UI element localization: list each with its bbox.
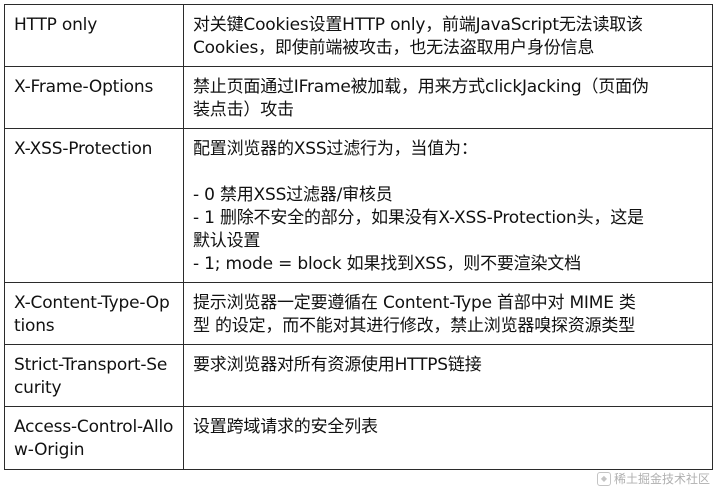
header-name-cell: Strict-Transport-Security xyxy=(4,344,184,407)
header-name-cell: X-Content-Type-Options xyxy=(4,282,184,345)
description-line: 型 的设定，而不能对其进行修改，禁止浏览器嗅探资源类型 xyxy=(193,316,636,336)
watermark-text: 稀土掘金技术社区 xyxy=(613,472,710,486)
header-description-cell: 设置跨域请求的安全列表 xyxy=(183,406,713,470)
blank-line xyxy=(193,161,704,184)
description-line: 装点击）攻击 xyxy=(193,100,294,120)
description-line: 默认设置 xyxy=(193,231,261,251)
description-line: 对关键Cookies设置HTTP only，前端JavaScript无法读取该 xyxy=(193,15,643,35)
description-line: 要求浏览器对所有资源使用HTTPS链接 xyxy=(193,355,482,375)
description-line: 设置跨域请求的安全列表 xyxy=(193,417,378,437)
description-line: 提示浏览器一定要遵循在 Content-Type 首部中对 MIME 类 xyxy=(193,293,636,313)
description-line: - 1; mode = block 如果找到XSS，则不要渲染文档 xyxy=(193,254,581,274)
juejin-logo-icon: ◆ xyxy=(596,471,611,486)
header-name-cell: HTTP only xyxy=(4,4,184,67)
header-description-cell: 对关键Cookies设置HTTP only，前端JavaScript无法读取该 C… xyxy=(183,4,713,67)
description-line: - 0 禁用XSS过滤器/审核员 xyxy=(193,185,393,205)
description-line: 禁止页面通过IFrame被加载，用来方式clickJacking（页面伪 xyxy=(193,77,649,97)
description-line: - 1 删除不安全的部分，如果没有X-XSS-Protection头，这是 xyxy=(193,208,644,228)
table-row: Strict-Transport-Security 要求浏览器对所有资源使用HTT… xyxy=(4,344,713,407)
header-description-cell: 提示浏览器一定要遵循在 Content-Type 首部中对 MIME 类型 的设… xyxy=(183,282,713,345)
description-line: Cookies，即使前端被攻击，也无法盗取用户身份信息 xyxy=(193,38,595,58)
header-name-cell: Access-Control-Allow-Origin xyxy=(4,406,184,470)
header-description-cell: 要求浏览器对所有资源使用HTTPS链接 xyxy=(183,344,713,407)
table-row: Access-Control-Allow-Origin 设置跨域请求的安全列表 xyxy=(4,406,713,470)
header-description-cell: 禁止页面通过IFrame被加载，用来方式clickJacking（页面伪装点击）… xyxy=(183,66,713,129)
description-line: 配置浏览器的XSS过滤行为，当值为： xyxy=(193,139,478,159)
table-row: X-XSS-Protection 配置浏览器的XSS过滤行为，当值为： - 0 禁用… xyxy=(4,128,713,283)
header-name-cell: X-XSS-Protection xyxy=(4,128,184,283)
header-name-cell: X-Frame-Options xyxy=(4,66,184,129)
watermark: ◆ 稀土掘金技术社区 xyxy=(596,470,710,487)
header-description-cell: 配置浏览器的XSS过滤行为，当值为： - 0 禁用XSS过滤器/审核员 - 1 删除… xyxy=(183,128,713,283)
